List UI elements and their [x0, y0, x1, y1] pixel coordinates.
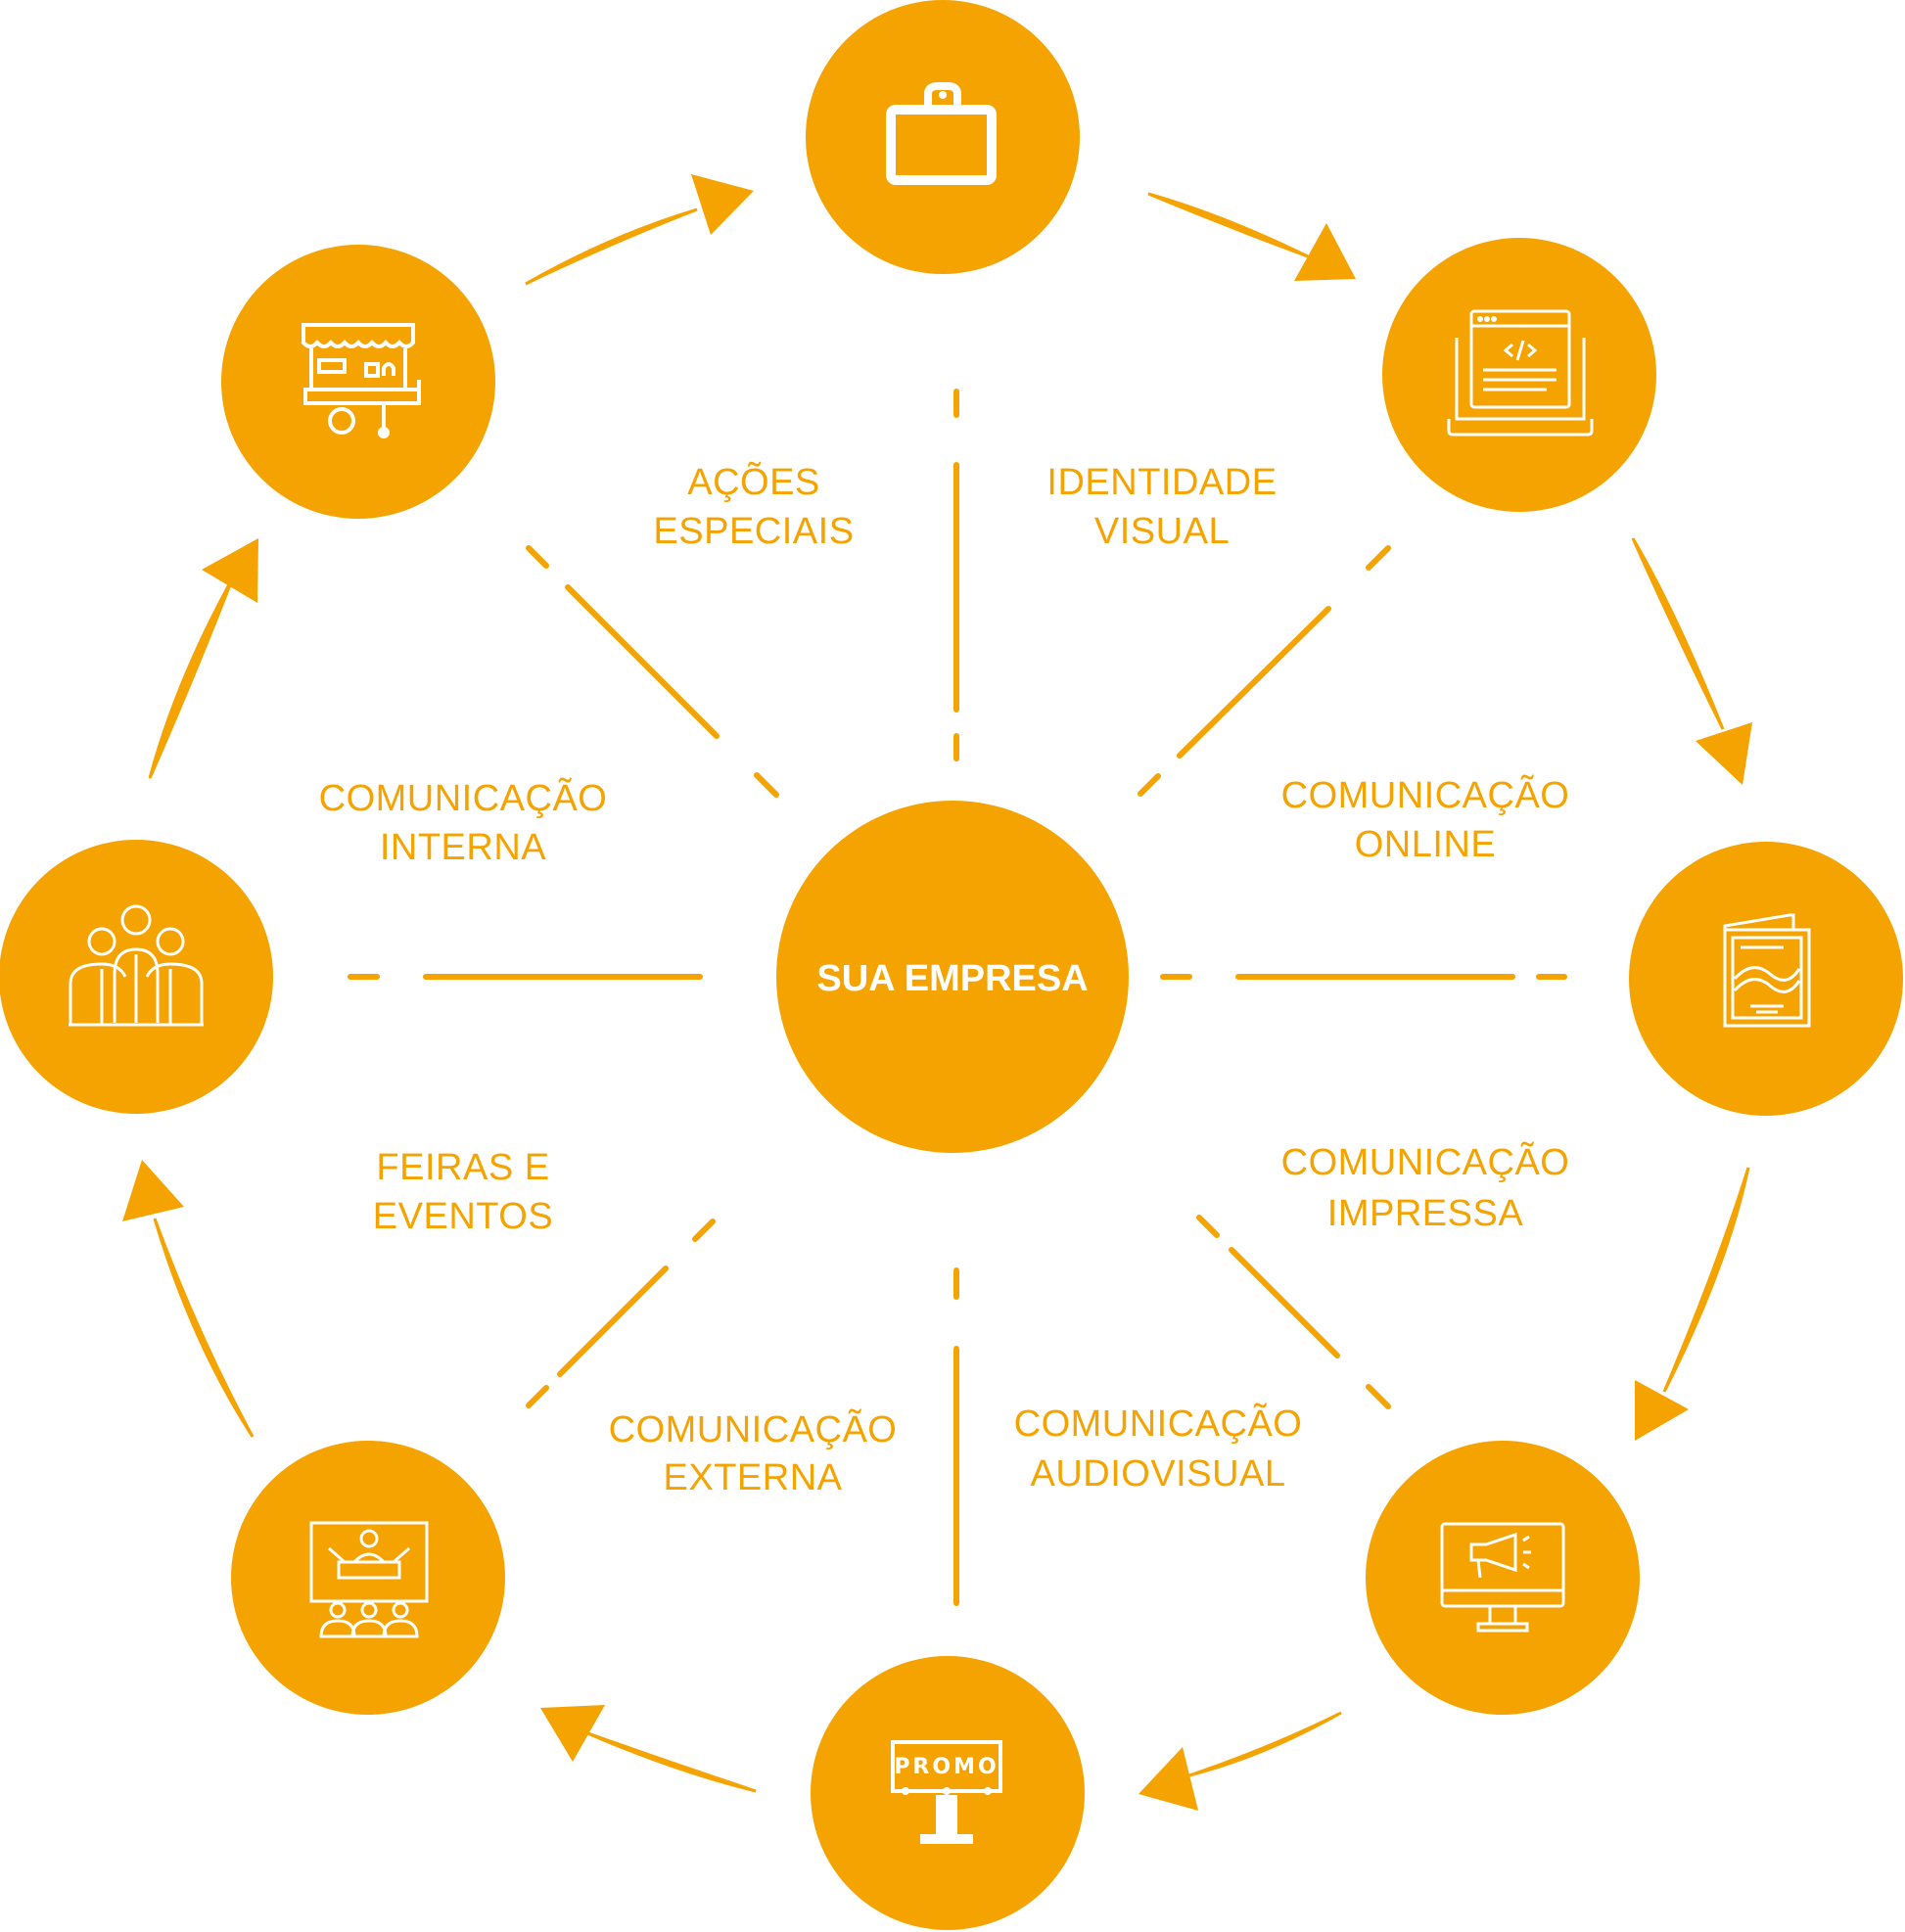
arrow-shaft [1662, 1167, 1750, 1393]
arrow-head [1696, 722, 1752, 785]
sector-comunicacao-online: COMUNICAÇÃO ONLINE [1281, 774, 1570, 865]
spoke-lines [348, 389, 1567, 1606]
arrow-head [122, 1160, 184, 1221]
briefcase-icon [886, 82, 997, 185]
promo-billboard-icon: PROMO [891, 1740, 1002, 1844]
sector-line2: EXTERNA [664, 1457, 843, 1498]
promo-text: PROMO [894, 1755, 999, 1779]
sector-line1: COMUNICAÇÃO [319, 777, 608, 819]
sector-line1: COMUNICAÇÃO [1014, 1403, 1303, 1445]
sector-feiras-eventos: FEIRAS E EVENTOS [373, 1147, 553, 1237]
arrow-shaft [1147, 192, 1309, 258]
arrow-head [202, 538, 258, 603]
center-node: SUA EMPRESA [776, 801, 1129, 1153]
sector-line1: FEIRAS E [376, 1147, 549, 1188]
arrow-head [1635, 1380, 1689, 1441]
sector-comunicacao-audiovisual: COMUNICAÇÃO AUDIOVISUAL [1014, 1403, 1303, 1495]
center-label: SUA EMPRESA [816, 958, 1088, 999]
sector-line2: EVENTOS [373, 1196, 553, 1237]
sector-acoes-especiais: AÇÕES ESPECIAIS [653, 460, 854, 552]
sector-line1: AÇÕES [687, 460, 820, 503]
team-icon [69, 904, 204, 1027]
sector-line1: COMUNICAÇÃO [1281, 1141, 1570, 1183]
node-top-right[interactable] [1382, 238, 1656, 512]
sector-comunicacao-impressa: COMUNICAÇÃO IMPRESSA [1281, 1141, 1570, 1234]
node-top-left[interactable] [221, 245, 495, 519]
sector-line1: IDENTIDADE [1046, 462, 1277, 503]
node-top[interactable] [806, 0, 1080, 274]
sector-labels: AÇÕES ESPECIAIS IDENTIDADE VISUAL COMUNI… [319, 460, 1570, 1498]
arrow-shaft [153, 1218, 255, 1438]
code-laptop-icon [1447, 309, 1594, 437]
sector-line2: ESPECIAIS [653, 511, 854, 552]
node-bottom[interactable]: PROMO [811, 1656, 1085, 1930]
arrow-shaft [1631, 537, 1725, 730]
node-bottom-left[interactable] [231, 1441, 505, 1715]
sector-line2: VISUAL [1094, 511, 1230, 552]
arrow-head [1138, 1747, 1198, 1811]
arrow-shaft [525, 207, 698, 286]
food-cart-icon [302, 323, 421, 438]
sector-line2: INTERNA [380, 827, 546, 868]
arrow-head [1294, 223, 1356, 281]
sector-line1: COMUNICAÇÃO [609, 1408, 898, 1450]
arrow-head [691, 174, 754, 235]
cycle-arrows [122, 174, 1752, 1811]
sector-comunicacao-interna: COMUNICAÇÃO INTERNA [319, 777, 608, 868]
monitor-megaphone-icon [1440, 1522, 1565, 1633]
arrow-shaft [1188, 1711, 1342, 1777]
presentation-audience-icon [309, 1521, 429, 1638]
node-right[interactable] [1629, 842, 1903, 1116]
brochure-icon [1723, 913, 1811, 1028]
node-bottom-right[interactable] [1366, 1441, 1640, 1715]
arrow-shaft [148, 576, 235, 779]
node-left[interactable] [0, 840, 273, 1114]
sector-line2: AUDIOVISUAL [1030, 1453, 1285, 1495]
arrow-shaft [584, 1730, 757, 1793]
arrow-head [540, 1705, 605, 1762]
sector-line2: ONLINE [1355, 824, 1496, 865]
sector-line1: COMUNICAÇÃO [1281, 774, 1570, 816]
sector-line2: IMPRESSA [1327, 1193, 1524, 1234]
sector-identidade-visual: IDENTIDADE VISUAL [1046, 462, 1277, 552]
sector-comunicacao-externa: COMUNICAÇÃO EXTERNA [609, 1408, 898, 1498]
